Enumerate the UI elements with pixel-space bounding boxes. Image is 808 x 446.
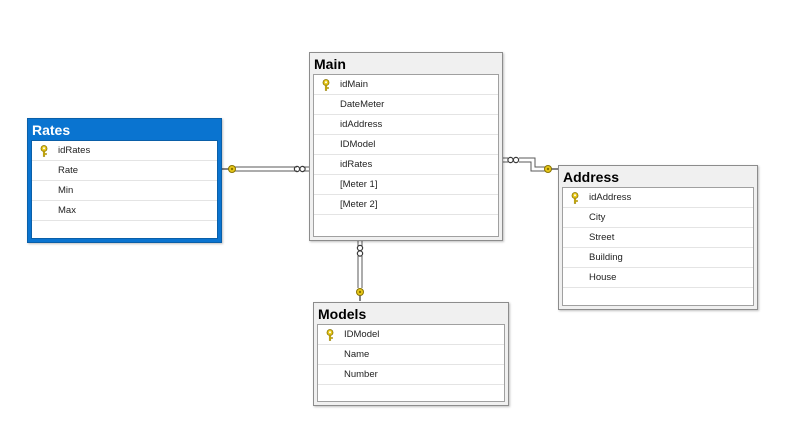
relationship-main-address[interactable] <box>502 156 558 173</box>
infinity-icon <box>293 165 306 173</box>
column-row[interactable]: idAddress <box>563 188 753 208</box>
relationship-main-models[interactable] <box>356 241 364 301</box>
column-name: Street <box>589 232 615 243</box>
primary-key-icon <box>571 192 579 204</box>
column-row[interactable]: [Meter 1] <box>314 175 498 195</box>
column-name: [Meter 1] <box>340 179 378 190</box>
column-name: IDModel <box>344 329 380 340</box>
column-name: idRates <box>340 159 373 170</box>
primary-key-icon <box>326 329 334 341</box>
column-row[interactable]: Number <box>318 365 504 385</box>
table-title[interactable]: Address <box>563 169 620 185</box>
column-row[interactable]: House <box>563 268 753 288</box>
column-name: Max <box>58 205 76 216</box>
column-row[interactable]: idAddress <box>314 115 498 135</box>
column-row[interactable]: City <box>563 208 753 228</box>
column-row[interactable]: Name <box>318 345 504 365</box>
column-name: [Meter 2] <box>340 199 378 210</box>
infinity-icon <box>356 244 364 257</box>
column-row[interactable]: IDModel <box>314 135 498 155</box>
column-name: Number <box>344 369 378 380</box>
primary-key-icon <box>322 79 330 91</box>
one-end-key-icon <box>544 165 558 173</box>
column-name: idAddress <box>340 119 383 130</box>
column-name: Min <box>58 185 74 196</box>
one-end-key-icon <box>222 165 236 173</box>
table-title[interactable]: Rates <box>32 122 71 138</box>
table-title[interactable]: Models <box>318 306 367 322</box>
infinity-icon <box>507 156 520 164</box>
one-end-key-icon <box>356 288 364 301</box>
column-row[interactable]: idRates <box>314 155 498 175</box>
table-title[interactable]: Main <box>314 56 346 72</box>
column-name: City <box>589 212 606 223</box>
column-row[interactable]: Street <box>563 228 753 248</box>
column-name: House <box>589 272 617 283</box>
column-row[interactable]: idMain <box>314 75 498 95</box>
column-row[interactable]: IDModel <box>318 325 504 345</box>
column-name: IDModel <box>340 139 376 150</box>
primary-key-icon <box>40 145 48 157</box>
column-row[interactable]: [Meter 2] <box>314 195 498 215</box>
column-name: Building <box>589 252 623 263</box>
column-row[interactable]: Min <box>32 181 217 201</box>
column-row[interactable]: Building <box>563 248 753 268</box>
relationship-main-rates[interactable] <box>222 165 309 173</box>
column-row[interactable]: Rate <box>32 161 217 181</box>
column-name: Rate <box>58 165 79 176</box>
column-name: DateMeter <box>340 99 385 110</box>
column-name: idRates <box>58 145 91 156</box>
column-row[interactable]: DateMeter <box>314 95 498 115</box>
column-row[interactable]: idRates <box>32 141 217 161</box>
column-name: idMain <box>340 79 368 90</box>
column-row[interactable]: Max <box>32 201 217 221</box>
column-name: idAddress <box>589 192 632 203</box>
column-name: Name <box>344 349 370 360</box>
